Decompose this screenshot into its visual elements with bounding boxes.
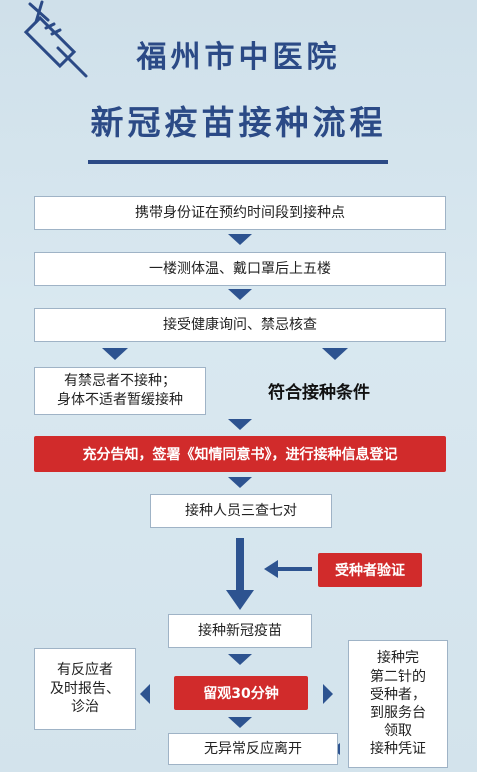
arrow-verify-shaft <box>278 567 312 571</box>
second-dose-line-2: 第二针的 <box>370 668 426 685</box>
step-three-checks: 接种人员三查七对 <box>150 494 332 528</box>
arrow-down-6 <box>228 717 252 728</box>
consent-step: 充分告知，签署《知情同意书》，进行接种信息登记 <box>34 436 446 472</box>
page-title: 福州市中医院 <box>136 40 341 75</box>
arrow-down-3 <box>228 419 252 430</box>
second-dose-line-4: 到服务台 <box>370 705 426 721</box>
arrow-left-reaction <box>140 684 150 704</box>
second-dose-line-6: 接种凭证 <box>370 741 426 758</box>
contraindication-line-2: 身体不适者暂缓接种 <box>57 392 183 408</box>
reaction-box: 有反应者 及时报告、 诊治 <box>34 648 136 730</box>
arrow-down-2 <box>228 289 252 300</box>
second-dose-line-3: 受种者， <box>370 686 426 703</box>
second-dose-box: 接种完 第二针的 受种者， 到服务台 领取 接种凭证 <box>348 640 448 768</box>
step-health-inquiry: 接受健康询问、禁忌核查 <box>34 308 446 342</box>
eligible-label: 符合接种条件 <box>268 383 370 403</box>
arrow-down-5 <box>228 654 252 665</box>
second-dose-line-1: 接种完 <box>377 650 419 667</box>
arrow-down-left <box>102 348 128 360</box>
contraindication-box: 有禁忌者不接种； 身体不适者暂缓接种 <box>34 367 206 415</box>
step-temperature-check: 一楼测体温、戴口罩后上五楼 <box>34 252 446 286</box>
reaction-line-1: 有反应者 <box>57 661 113 678</box>
second-dose-line-5: 领取 <box>384 723 412 740</box>
step-vaccinate: 接种新冠疫苗 <box>168 614 312 648</box>
reaction-line-2: 及时报告、 <box>50 680 120 697</box>
reaction-line-3: 诊治 <box>71 699 99 716</box>
arrow-down-4 <box>228 477 252 488</box>
observe-step: 留观30分钟 <box>174 676 308 710</box>
page-subtitle: 新冠疫苗接种流程 <box>90 103 387 142</box>
arrow-long-head <box>226 590 254 610</box>
step-bring-id: 携带身份证在预约时间段到接种点 <box>34 196 446 230</box>
contraindication-line-1: 有禁忌者不接种； <box>64 373 176 390</box>
recipient-verification: 受种者验证 <box>318 553 422 587</box>
syringe-icon <box>23 0 88 78</box>
arrow-long-shaft <box>236 538 244 594</box>
arrow-right-second <box>323 684 333 704</box>
arrow-down-1 <box>228 234 252 245</box>
arrow-down-right <box>322 348 348 360</box>
step-leave: 无异常反应离开 <box>168 733 338 765</box>
arrow-verify-head <box>264 560 278 578</box>
title-underline <box>88 160 388 164</box>
